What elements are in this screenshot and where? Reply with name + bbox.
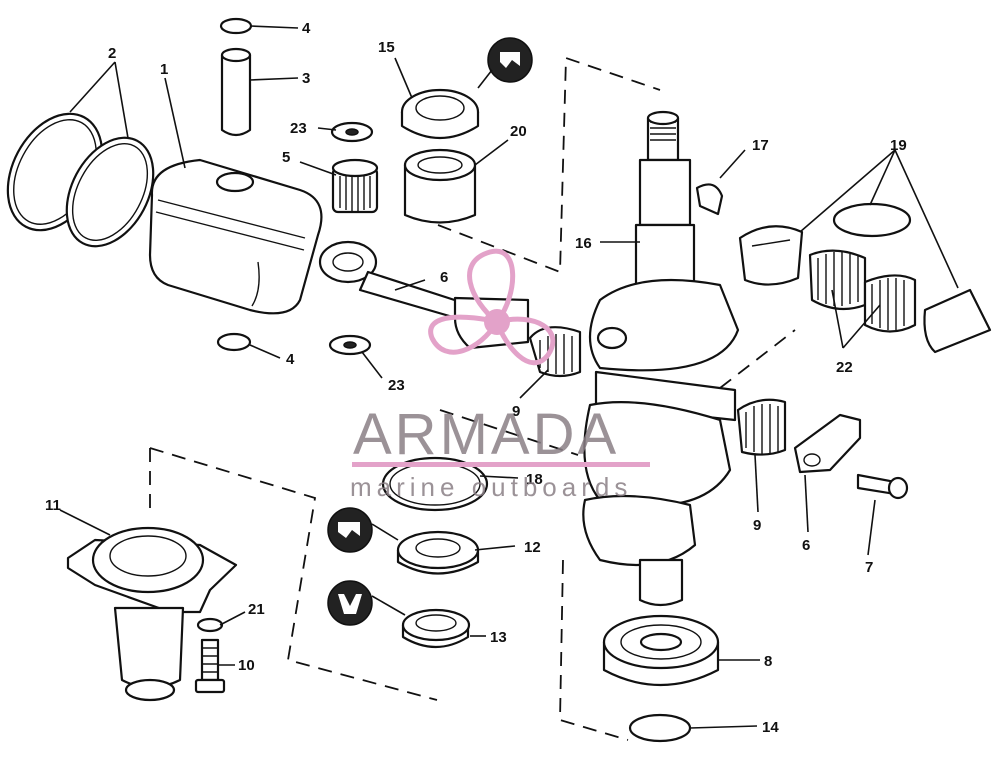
connecting-rod-cap	[793, 413, 862, 474]
callout-4-bottom: 4	[286, 351, 295, 368]
callout-6-rod: 6	[440, 269, 448, 286]
lower-seal-small	[401, 608, 471, 648]
retaining-ring-main	[832, 202, 912, 238]
callout-3: 3	[302, 70, 310, 87]
callout-16: 16	[575, 235, 592, 252]
callout-4-top: 4	[302, 20, 311, 37]
housing-washer	[196, 617, 224, 633]
piston-pin	[220, 47, 252, 137]
roller-bearing-upper	[403, 148, 477, 224]
callout-1: 1	[160, 61, 168, 78]
callout-21: 21	[248, 601, 265, 618]
callout-6-cap: 6	[802, 537, 810, 554]
callout-10: 10	[238, 657, 255, 674]
seal-lip-icon	[487, 37, 533, 83]
callout-2: 2	[108, 45, 116, 62]
callout-9-right: 9	[753, 517, 761, 534]
callout-20: 20	[510, 123, 527, 140]
bearing-race-half-right	[923, 288, 992, 354]
callout-18: 18	[526, 471, 543, 488]
thrust-washers	[328, 121, 374, 356]
housing-screw	[194, 638, 226, 694]
callout-7: 7	[865, 559, 873, 576]
needle-bearing-half-right	[736, 398, 787, 456]
callout-12: 12	[524, 539, 541, 556]
piston	[148, 158, 323, 315]
callout-leader-lines	[59, 25, 959, 729]
callout-15: 15	[378, 39, 395, 56]
seal-lip-icon	[327, 580, 373, 626]
retaining-ring-lower	[628, 713, 692, 743]
callout-23-top: 23	[290, 120, 307, 137]
crankcase-seal-top	[400, 88, 480, 140]
callout-9-left: 9	[512, 403, 520, 420]
callout-14: 14	[762, 719, 779, 736]
seal-lip-icon	[327, 507, 373, 553]
piston-rings	[6, 112, 155, 248]
watermark-brand: ARMADA	[353, 402, 619, 467]
callout-5: 5	[282, 149, 290, 166]
callout-17: 17	[752, 137, 769, 154]
watermark-underline	[352, 462, 650, 467]
callout-22: 22	[836, 359, 853, 376]
propeller-logo-icon	[428, 248, 556, 366]
callout-19: 19	[890, 137, 907, 154]
watermark: ARMADA marine outboards	[350, 248, 650, 502]
lower-bearing-housing	[66, 526, 238, 702]
needle-bearing-rollers-main	[808, 249, 917, 333]
callout-13: 13	[490, 629, 507, 646]
ball-bearing-lower	[602, 614, 720, 687]
assembly-dashed-lines	[149, 56, 796, 741]
rod-cap-screw	[856, 473, 909, 500]
needle-bearing-small-end	[331, 158, 379, 214]
lower-seal-large	[396, 530, 480, 575]
callout-8: 8	[764, 653, 772, 670]
callout-numbers: 2 1 4 3 23 5 4 23 6 15 20 17 16 19 22 9 …	[45, 20, 907, 736]
crankshaft	[582, 110, 740, 607]
callout-11: 11	[45, 497, 61, 514]
callout-23-bottom: 23	[388, 377, 405, 394]
needle-bearing-half-left	[528, 326, 582, 378]
watermark-tagline: marine outboards	[350, 472, 632, 502]
woodruff-key	[695, 183, 724, 216]
bearing-race-half-left	[738, 225, 804, 286]
pin-retaining-rings	[216, 17, 253, 352]
